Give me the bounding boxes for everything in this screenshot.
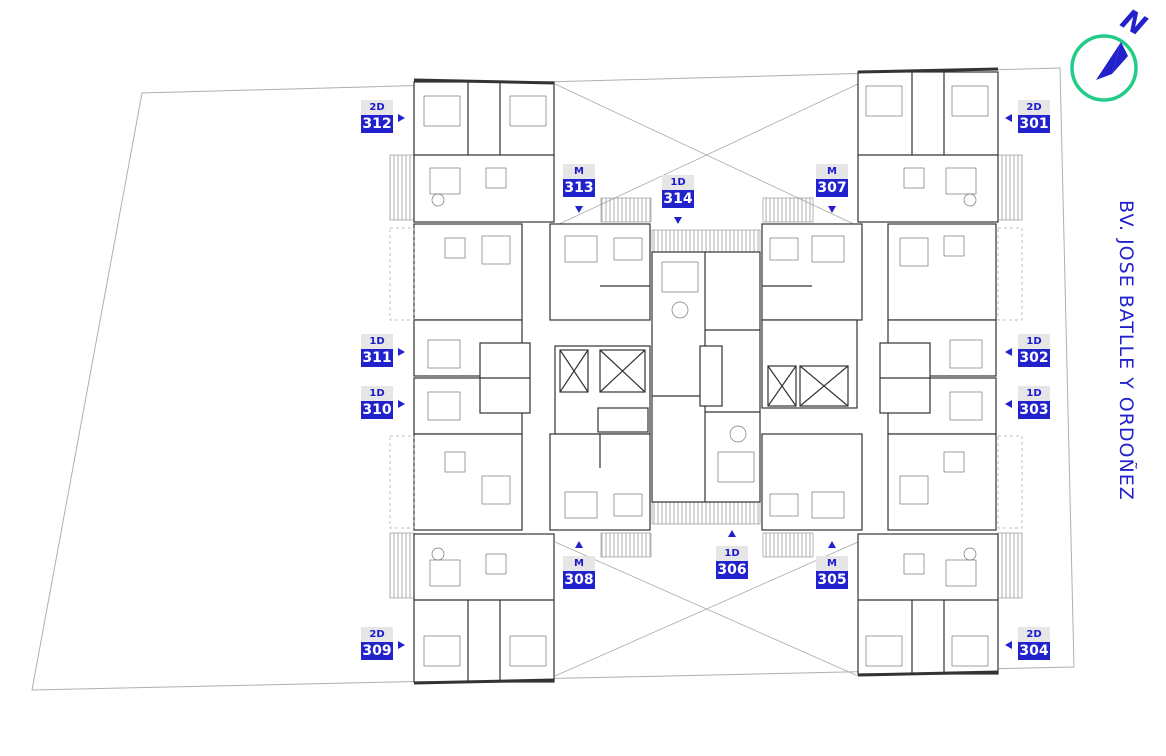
unit-number: 305 [816, 571, 848, 589]
unit-tag-314[interactable]: 1D 314 [662, 175, 694, 208]
unit-type: 1D [1018, 386, 1050, 401]
unit-tag-302[interactable]: 1D 302 [1018, 334, 1050, 367]
unit-type: 2D [361, 100, 393, 115]
unit-tag-311[interactable]: 1D 311 [361, 334, 393, 367]
unit-tag-306[interactable]: 1D 306 [716, 546, 748, 579]
compass [1070, 34, 1138, 102]
arrow-icon [1005, 348, 1012, 356]
unit-type: 1D [716, 546, 748, 561]
arrow-icon [398, 114, 405, 122]
arrow-icon [828, 206, 836, 213]
arrow-icon [398, 348, 405, 356]
street-label: BV. JOSE BATLLE Y ORDOÑEZ [1115, 200, 1137, 501]
unit-type: 2D [361, 627, 393, 642]
unit-tag-308[interactable]: M 308 [563, 556, 595, 589]
unit-number: 313 [563, 179, 595, 197]
center-core [651, 251, 761, 503]
unit-type: 1D [361, 386, 393, 401]
facade-edges [413, 67, 999, 685]
unit-number: 310 [361, 401, 393, 419]
unit-type: 1D [1018, 334, 1050, 349]
unit-number: 307 [816, 179, 848, 197]
unit-number: 306 [716, 561, 748, 579]
unit-number: 312 [361, 115, 393, 133]
left-wing [413, 81, 555, 683]
unit-type: M [816, 556, 848, 571]
arrow-icon [828, 541, 836, 548]
unit-number: 308 [563, 571, 595, 589]
arrow-icon [728, 530, 736, 537]
arrow-icon [575, 206, 583, 213]
unit-tag-312[interactable]: 2D 312 [361, 100, 393, 133]
unit-number: 311 [361, 349, 393, 367]
lot-boundary [31, 67, 1075, 691]
compass-needle-icon [1096, 42, 1121, 80]
unit-type: M [563, 556, 595, 571]
arrow-icon [1005, 641, 1012, 649]
unit-number: 302 [1018, 349, 1050, 367]
unit-outlines [389, 227, 1023, 529]
unit-type: M [816, 164, 848, 179]
unit-type: 1D [361, 334, 393, 349]
furniture [423, 85, 989, 667]
unit-tag-310[interactable]: 1D 310 [361, 386, 393, 419]
unit-tag-309[interactable]: 2D 309 [361, 627, 393, 660]
unit-tag-304[interactable]: 2D 304 [1018, 627, 1050, 660]
right-wing [857, 71, 999, 675]
unit-type: 1D [662, 175, 694, 190]
balconies [389, 154, 1023, 599]
unit-tag-303[interactable]: 1D 303 [1018, 386, 1050, 419]
unit-number: 304 [1018, 642, 1050, 660]
arrow-icon [398, 641, 405, 649]
unit-tag-307[interactable]: M 307 [816, 164, 848, 197]
unit-type: 2D [1018, 100, 1050, 115]
unit-number: 301 [1018, 115, 1050, 133]
unit-tag-301[interactable]: 2D 301 [1018, 100, 1050, 133]
arrow-icon [1005, 114, 1012, 122]
right-inner-stack [761, 223, 863, 531]
unit-tag-305[interactable]: M 305 [816, 556, 848, 589]
arrow-icon [1005, 400, 1012, 408]
unit-number: 314 [662, 190, 694, 208]
arrow-icon [674, 217, 682, 224]
arrow-icon [398, 400, 405, 408]
arrow-icon [575, 541, 583, 548]
unit-type: M [563, 164, 595, 179]
unit-tag-313[interactable]: M 313 [563, 164, 595, 197]
unit-number: 303 [1018, 401, 1050, 419]
unit-number: 309 [361, 642, 393, 660]
left-inner-stack [549, 223, 651, 531]
unit-type: 2D [1018, 627, 1050, 642]
